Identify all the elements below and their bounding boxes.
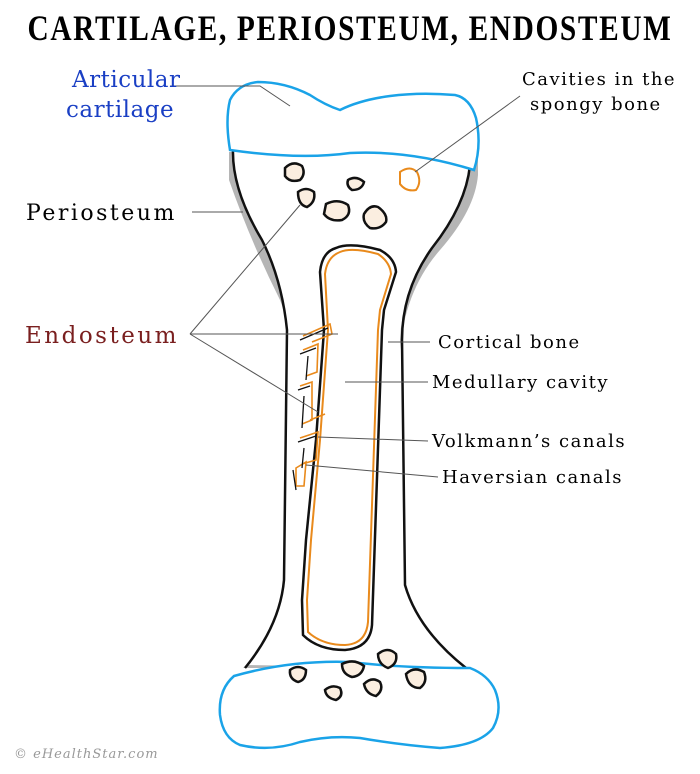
cavity-bottom-5 xyxy=(362,678,383,698)
bone-outline-right xyxy=(400,164,472,669)
leader-haversian xyxy=(305,464,439,478)
credit-text: © eHealthStar.com xyxy=(14,747,159,762)
cavity-bottom-6 xyxy=(404,668,427,690)
label-cavities-line2: spongy bone xyxy=(530,94,662,115)
cavity-top-3 xyxy=(322,200,351,222)
cavity-bottom-2 xyxy=(323,685,343,702)
medullary-cavity-outline xyxy=(300,244,398,652)
label-cavities-line1: Cavities in the xyxy=(522,69,676,90)
label-periosteum: Periosteum xyxy=(26,201,177,226)
label-volkmanns-canals: Volkmann’s canals xyxy=(431,431,626,452)
diagram-title: CARTILAGE, PERIOSTEUM, ENDOSTEUM xyxy=(28,8,673,48)
cavity-top-2 xyxy=(296,187,316,209)
leader-endosteum-3 xyxy=(189,333,319,413)
cavity-bottom-1 xyxy=(288,665,308,684)
cavity-bottom-4 xyxy=(376,648,398,670)
leader-cavities xyxy=(414,95,521,173)
label-medullary-cavity: Medullary cavity xyxy=(432,372,609,393)
leader-volkmann xyxy=(317,436,429,442)
label-cortical-bone: Cortical bone xyxy=(438,332,581,353)
articular-cartilage-top xyxy=(226,80,480,172)
label-articular-line1: Articular xyxy=(71,67,180,93)
cavity-bottom-3 xyxy=(340,660,366,679)
label-articular-line2: cartilage xyxy=(66,97,174,123)
cavity-top-5 xyxy=(362,205,388,230)
label-endosteum: Endosteum xyxy=(25,323,179,349)
endosteum-lining xyxy=(305,248,393,647)
cavity-top-1 xyxy=(283,162,305,183)
bone-outline-left xyxy=(231,149,289,669)
leader-endosteum-1 xyxy=(189,204,301,335)
label-haversian-canals: Haversian canals xyxy=(442,467,623,488)
leader-articular xyxy=(170,85,291,107)
cavity-highlighted xyxy=(399,167,421,192)
cavity-top-4 xyxy=(346,176,366,192)
